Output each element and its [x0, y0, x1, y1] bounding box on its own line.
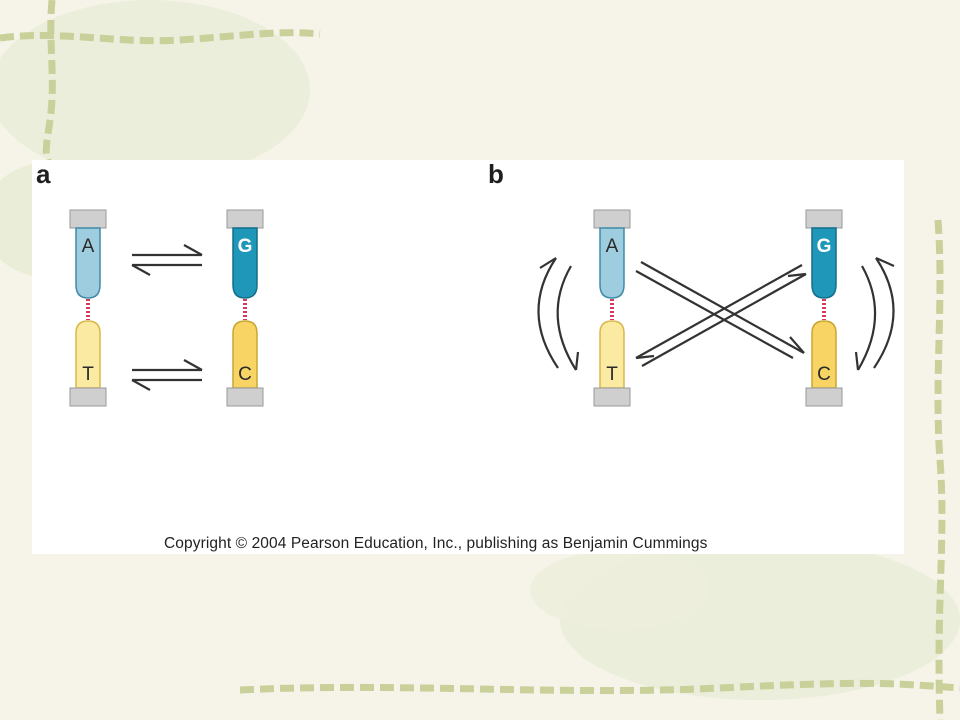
panel-b-right-column [805, 209, 843, 407]
cytosine-block [811, 320, 837, 389]
thymine-block [599, 320, 625, 389]
base-letter-a: A [606, 236, 619, 257]
base-letter-t: T [82, 364, 94, 385]
base-letter-t: T [606, 364, 618, 385]
vine-left [42, 0, 56, 171]
figure-panel [32, 160, 904, 554]
vine-right [934, 219, 946, 720]
guanine-block [811, 227, 837, 299]
panel-label-a: a [36, 159, 51, 189]
base-letter-g: G [817, 236, 832, 257]
panel-a-right-column [226, 209, 264, 407]
curved-arrows-right [854, 256, 895, 371]
adenine-block [599, 227, 625, 299]
curved-arrows-left [537, 257, 580, 371]
copyright-notice: Copyright © 2004 Pearson Education, Inc.… [164, 535, 708, 552]
equilibrium-arrows-bottom [131, 359, 203, 391]
vine-bottom [239, 679, 960, 695]
base-letter-c: C [238, 364, 252, 385]
cytosine-block [232, 320, 258, 389]
panel-label-b: b [488, 159, 504, 189]
crossing-arrows [635, 261, 807, 367]
guanine-block [232, 227, 258, 299]
adenine-block [75, 227, 101, 299]
base-letter-g: G [238, 236, 253, 257]
equilibrium-arrows-top [131, 244, 203, 276]
panel-b-left-column [593, 209, 631, 407]
thymine-block [75, 320, 101, 389]
base-letter-a: A [82, 236, 95, 257]
vine-top [0, 29, 321, 45]
base-letter-c: C [817, 364, 831, 385]
panel-a-left-column [69, 209, 107, 407]
